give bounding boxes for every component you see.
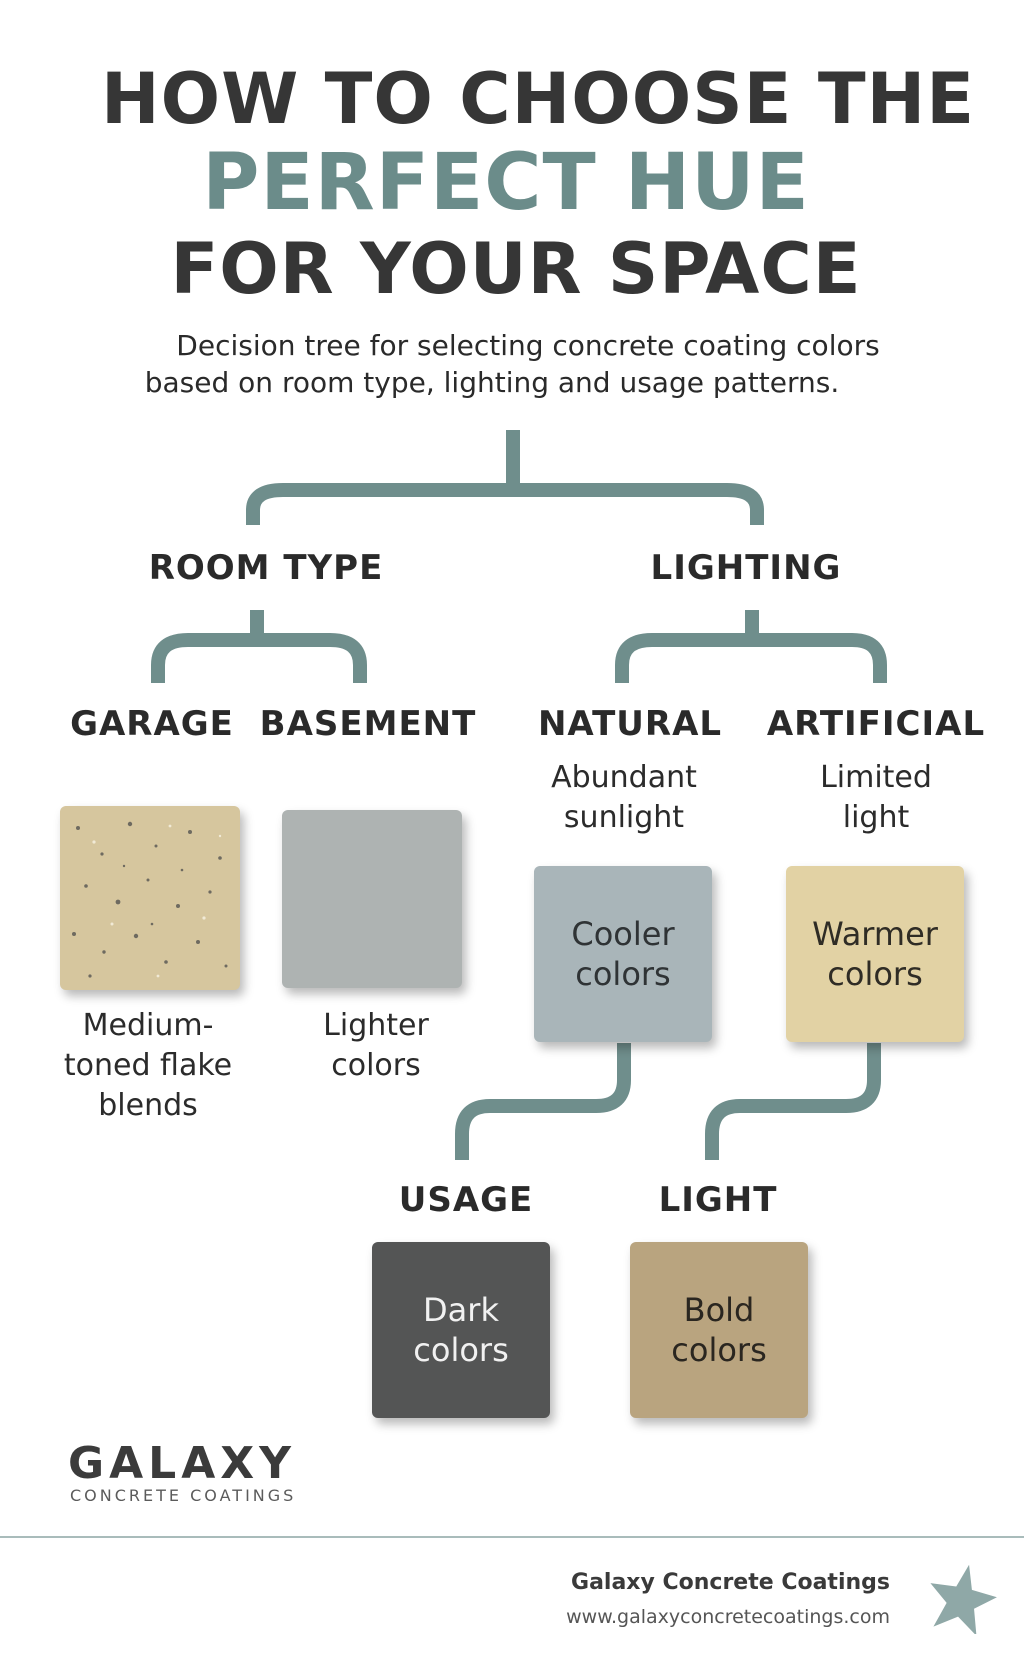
dark-swatch: Dark colors [372, 1242, 550, 1418]
basement-description: Lighter colors [266, 1006, 486, 1086]
cooler-swatch: Cooler colors [534, 866, 712, 1042]
artificial-desc-line-2: light [842, 800, 910, 835]
brand-logo-tagline: CONCRETE COATINGS [70, 1486, 297, 1505]
natural-description: Abundant sunlight [514, 758, 734, 838]
basement-desc-line-1: Lighter [323, 1008, 429, 1043]
connector-warmer-light [705, 1043, 881, 1160]
flake-texture [72, 821, 228, 978]
basement-swatch [282, 810, 462, 988]
room-type-label: ROOM TYPE [148, 548, 384, 588]
lighting-label: LIGHTING [650, 548, 842, 588]
usage-label: USAGE [398, 1180, 534, 1220]
natural-desc-line-2: sunlight [563, 800, 685, 835]
warmer-text-line-2: colors [827, 955, 923, 993]
title-line-1: HOW TO CHOOSE THE [100, 58, 976, 140]
garage-label: GARAGE [70, 704, 234, 744]
artificial-desc-line-1: Limited [820, 760, 932, 795]
title-line-3: FOR YOUR SPACE [170, 228, 862, 310]
connector-roomtype-branch [151, 633, 367, 683]
brand-logo-name: GALAXY [68, 1438, 297, 1489]
footer-divider [0, 1536, 1024, 1538]
artificial-description: Limited light [766, 758, 986, 838]
footer-url[interactable]: www.galaxyconcretecoatings.com [566, 1606, 890, 1628]
basement-desc-line-2: colors [331, 1048, 421, 1083]
subtitle-line-2: based on room type, lighting and usage p… [144, 366, 840, 399]
bold-text-line-1: Bold [683, 1291, 755, 1329]
connector-lighting-branch [615, 633, 887, 683]
subtitle-line-1: Decision tree for selecting concrete coa… [176, 329, 880, 362]
dark-text-line-1: Dark [423, 1291, 499, 1329]
connector-root-branch [246, 483, 764, 525]
artificial-label: ARTIFICIAL [766, 704, 986, 744]
bold-text-line-2: colors [671, 1331, 767, 1369]
title-line-2: PERFECT HUE [202, 138, 810, 228]
dark-text-line-2: colors [413, 1331, 509, 1369]
garage-description: Medium- toned flake blends [38, 1006, 258, 1126]
natural-label: NATURAL [537, 704, 723, 744]
connector-cooler-usage [455, 1043, 631, 1160]
warmer-swatch: Warmer colors [786, 866, 964, 1042]
garage-desc-line-3: blends [98, 1088, 198, 1123]
natural-desc-line-1: Abundant [551, 760, 697, 795]
bold-swatch: Bold colors [630, 1242, 808, 1418]
cooler-text-line-1: Cooler [571, 915, 675, 953]
star-icon [930, 1564, 997, 1634]
cooler-text-line-2: colors [575, 955, 671, 993]
garage-desc-line-1: Medium- [82, 1008, 214, 1043]
light-label: LIGHT [658, 1180, 778, 1220]
garage-desc-line-2: toned flake [63, 1048, 233, 1083]
basement-label: BASEMENT [259, 704, 477, 744]
garage-swatch [60, 806, 240, 990]
warmer-text-line-1: Warmer [812, 915, 938, 953]
footer-company-name: Galaxy Concrete Coatings [571, 1570, 890, 1595]
